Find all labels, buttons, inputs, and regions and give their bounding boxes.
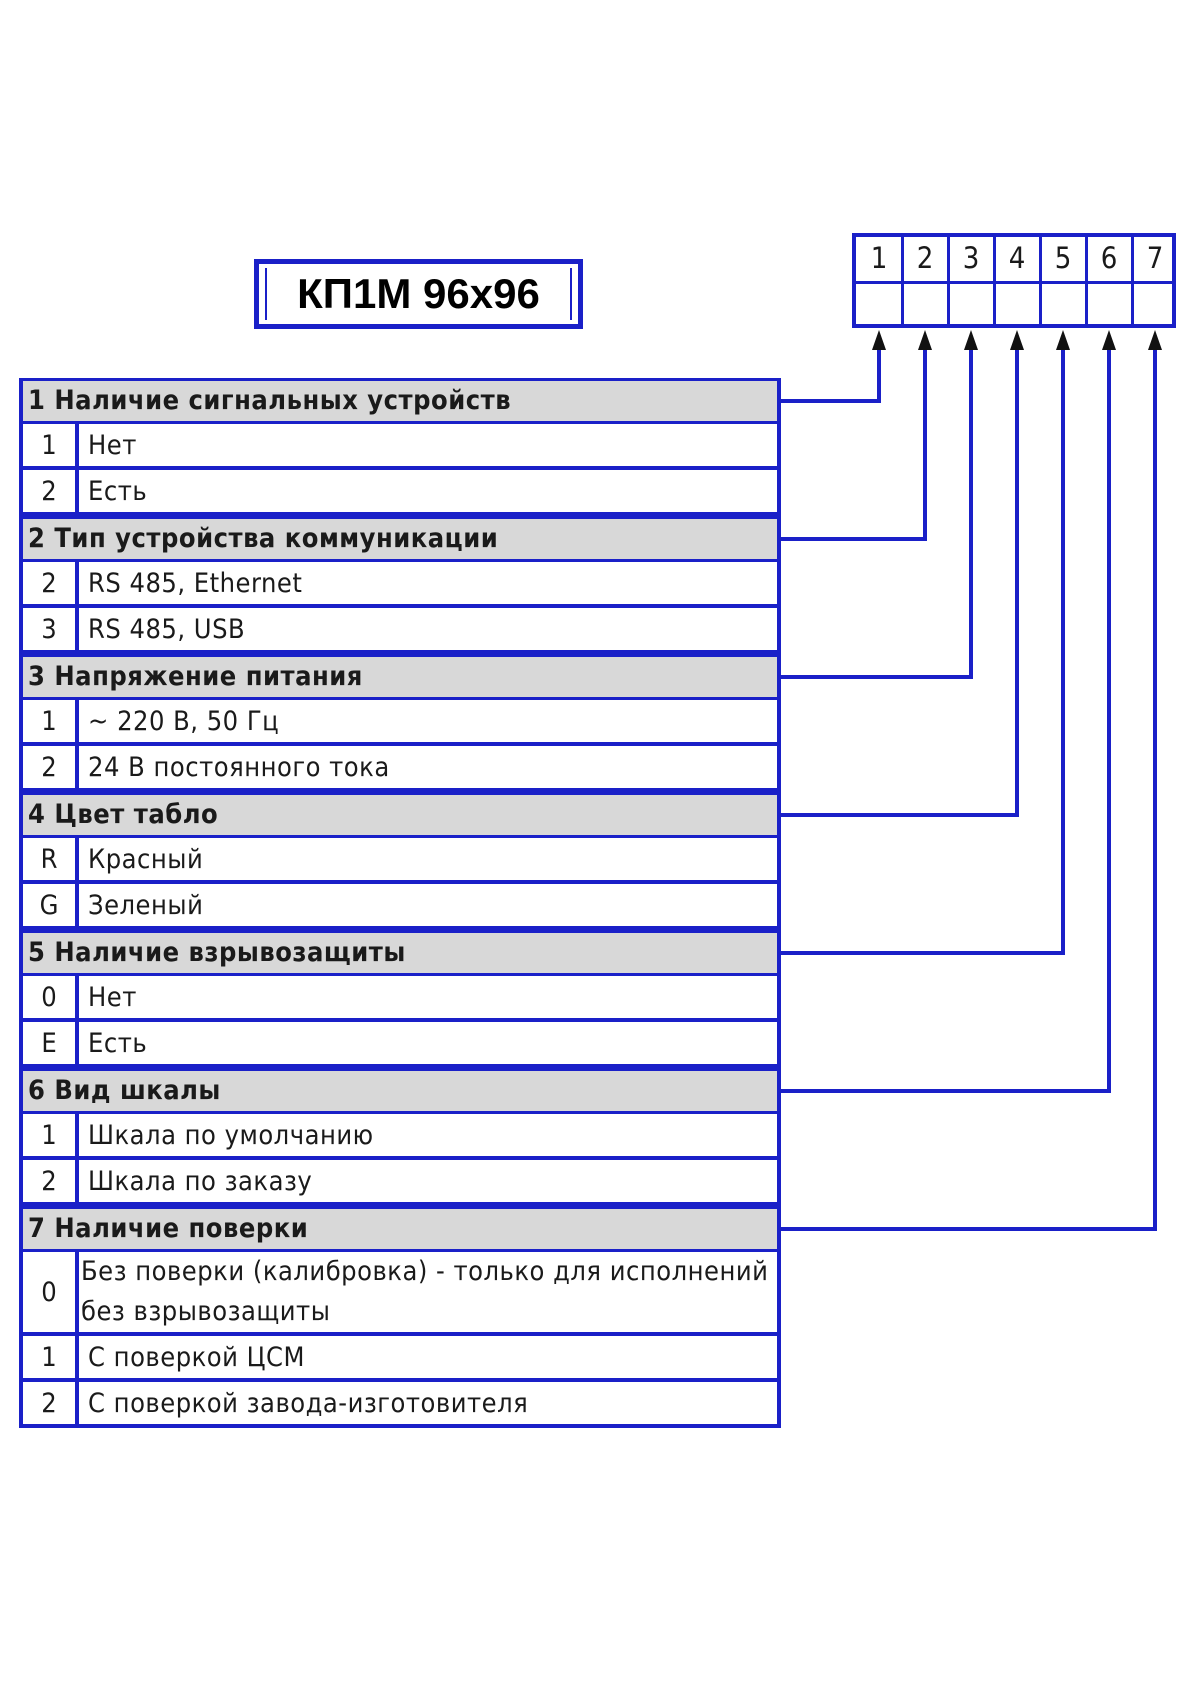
code-box-column-separator [1039, 237, 1042, 324]
option-text: Без поверки (калибровка) - только для ис… [81, 1256, 769, 1327]
option-text: ~ 220 В, 50 Гц [88, 705, 280, 737]
option-code: 1 [23, 1114, 79, 1156]
option-row: 1 С поверкой ЦСМ [19, 1336, 781, 1382]
code-box-divider [856, 281, 1172, 284]
option-code: G [23, 884, 79, 926]
model-title-box: КП1М 96x96 [254, 259, 583, 329]
option-code: 3 [23, 608, 79, 650]
option-row: 2 24 В постоянного тока [19, 746, 781, 792]
arrow-head-icon [1056, 330, 1070, 350]
group-header: 5 Наличие взрывозащиты [19, 930, 781, 976]
option-row: R Красный [19, 838, 781, 884]
option-row: 3 RS 485, USB [19, 608, 781, 654]
group-header: 3 Напряжение питания [19, 654, 781, 700]
option-text: Есть [88, 1027, 148, 1059]
code-position-number: 7 [1146, 241, 1164, 275]
option-text: Красный [88, 843, 204, 875]
arrow-head-icon [872, 330, 886, 350]
code-box-column-separator [947, 237, 950, 324]
option-text: Нет [88, 981, 137, 1013]
option-row: 0 Нет [19, 976, 781, 1022]
code-position-number: 5 [1054, 241, 1072, 275]
arrow-head-icon [1010, 330, 1024, 350]
option-text: 24 В постоянного тока [88, 751, 390, 783]
code-position-number: 6 [1100, 241, 1118, 275]
code-box-column-separator [1131, 237, 1134, 324]
code-box-column-separator [1085, 237, 1088, 324]
arrow-head-icon [1102, 330, 1116, 350]
option-row: E Есть [19, 1022, 781, 1068]
code-position-number: 3 [962, 241, 980, 275]
connector-line [781, 346, 973, 679]
option-text: С поверкой ЦСМ [88, 1341, 305, 1373]
option-text: RS 485, USB [88, 613, 246, 645]
connector-line [781, 346, 927, 541]
code-box-column-separator [993, 237, 996, 324]
group-header: 2 Тип устройства коммуникации [19, 516, 781, 562]
code-position-number: 2 [916, 241, 934, 275]
option-text: Есть [88, 475, 148, 507]
option-code: 1 [23, 424, 79, 466]
connector-line [781, 346, 1157, 1231]
option-text: Нет [88, 429, 137, 461]
option-code: 1 [23, 1336, 79, 1378]
option-row: 2 Шкала по заказу [19, 1160, 781, 1206]
code-box-column-separator [901, 237, 904, 324]
option-text: Шкала по заказу [88, 1165, 313, 1197]
connector-line [781, 346, 881, 403]
option-code: 1 [23, 700, 79, 742]
option-code: 2 [23, 470, 79, 512]
option-text: С поверкой завода-изготовителя [88, 1387, 529, 1419]
option-code: 0 [23, 1252, 79, 1332]
group-header: 4 Цвет табло [19, 792, 781, 838]
connector-line [781, 346, 1065, 955]
option-text: Зеленый [88, 889, 204, 921]
option-row: 1 ~ 220 В, 50 Гц [19, 700, 781, 746]
arrow-head-icon [964, 330, 978, 350]
option-code: 2 [23, 746, 79, 788]
option-text: Шкала по умолчанию [88, 1119, 374, 1151]
option-code: 2 [23, 1160, 79, 1202]
connector-line [781, 346, 1111, 1093]
option-row: 2 RS 485, Ethernet [19, 562, 781, 608]
option-row: 1 Нет [19, 424, 781, 470]
option-code: 2 [23, 1382, 79, 1424]
code-position-number: 1 [870, 241, 888, 275]
option-row: 2 С поверкой завода-изготовителя [19, 1382, 781, 1428]
connector-line [781, 346, 1019, 817]
option-row: 2 Есть [19, 470, 781, 516]
arrow-head-icon [1148, 330, 1162, 350]
option-code: 2 [23, 562, 79, 604]
option-text: RS 485, Ethernet [88, 567, 303, 599]
group-header: 6 Вид шкалы [19, 1068, 781, 1114]
option-code: 0 [23, 976, 79, 1018]
option-row: 1 Шкала по умолчанию [19, 1114, 781, 1160]
model-title: КП1М 96x96 [297, 270, 540, 317]
option-code: E [23, 1022, 79, 1064]
option-code: R [23, 838, 79, 880]
group-header: 7 Наличие поверки [19, 1206, 781, 1252]
group-header: 1 Наличие сигнальных устройств [19, 378, 781, 424]
code-position-number: 4 [1008, 241, 1026, 275]
arrow-head-icon [918, 330, 932, 350]
option-row: G Зеленый [19, 884, 781, 930]
